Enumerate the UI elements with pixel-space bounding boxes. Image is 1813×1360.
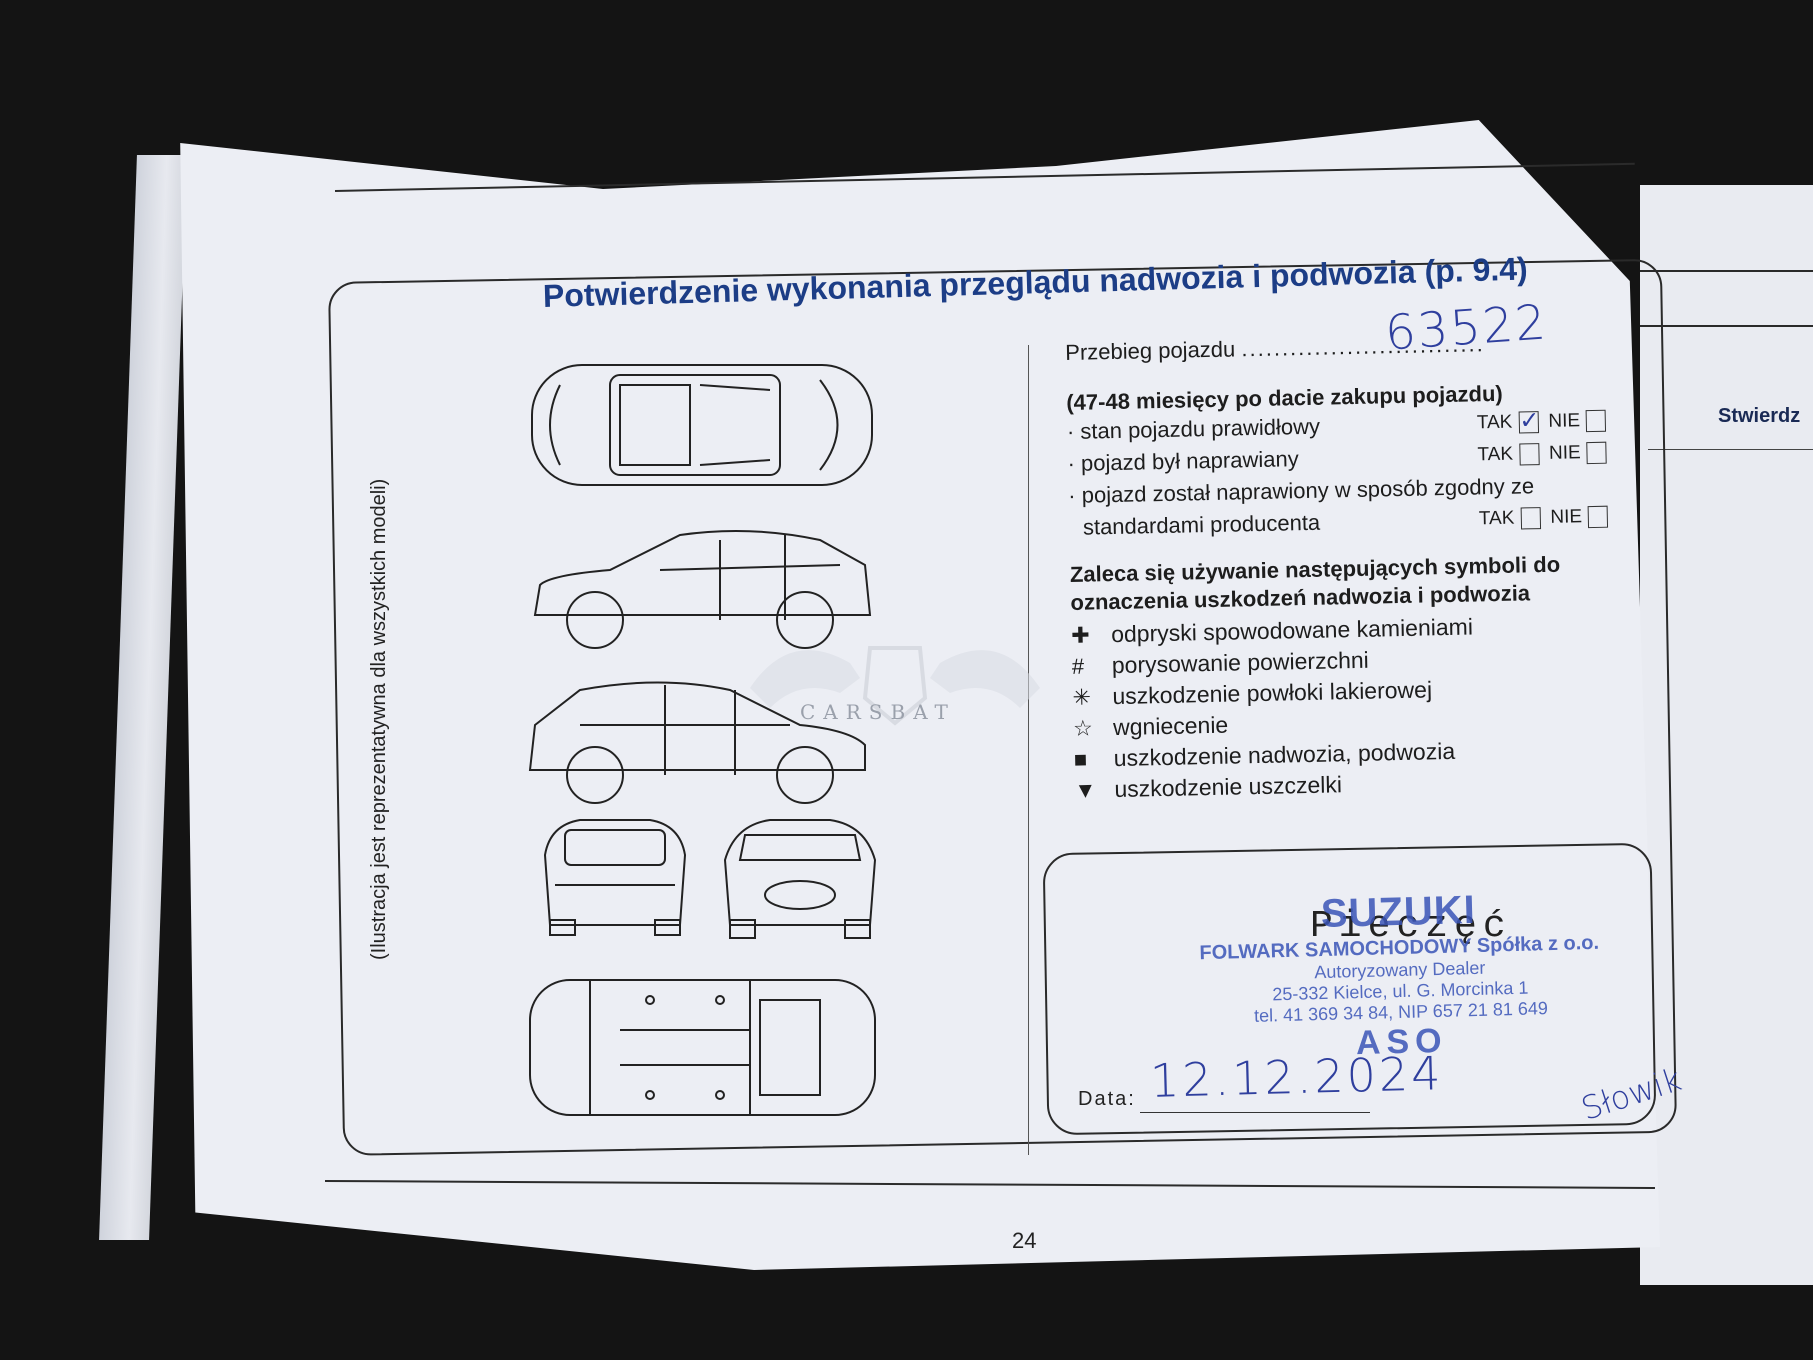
car-rear-view: [543, 819, 687, 936]
yes-label: TAK: [1478, 507, 1515, 530]
date-line: [1140, 1112, 1370, 1113]
no-label: NIE: [1548, 410, 1581, 432]
yes-checkbox[interactable]: ✓: [1518, 407, 1540, 434]
no-checkbox[interactable]: [1585, 409, 1607, 433]
date-label: Data:: [1078, 1088, 1136, 1110]
no-checkbox[interactable]: [1587, 505, 1609, 529]
illustration-note: (Ilustracja jest reprezentatywna dla wsz…: [368, 478, 390, 960]
no-label: NIE: [1548, 442, 1581, 464]
yes-checkbox[interactable]: [1518, 443, 1540, 466]
inspection-form: Przebieg pojazdu .......................…: [1065, 328, 1635, 806]
watermark-text: CARSBAT: [800, 700, 956, 724]
dealer-stamp: SUZUKI FOLWARK SAMOCHODOWY Spółka z o.o.…: [1188, 885, 1612, 1068]
page-number: 24: [1012, 1228, 1037, 1253]
yes-label: TAK: [1477, 443, 1514, 466]
square-icon: ■: [1073, 746, 1088, 772]
no-checkbox[interactable]: [1586, 441, 1607, 465]
asterisk-icon: ✳: [1072, 684, 1092, 710]
symbol-label: uszkodzenie powłoki lakierowej: [1112, 676, 1433, 710]
triangle-down-icon: ▼: [1074, 776, 1097, 803]
star-icon: ☆: [1072, 715, 1094, 741]
check-mark-icon: ✓: [1519, 407, 1540, 435]
next-page: Stwierdz: [1640, 185, 1813, 1285]
car-front-view: [723, 819, 877, 939]
yes-label: TAK: [1476, 411, 1513, 434]
watermark-logo: [750, 646, 1040, 726]
car-side-view-right: [528, 681, 866, 804]
car-top-view: [531, 364, 873, 486]
plus-icon: ✚: [1070, 622, 1090, 648]
car-underbody-view: [529, 979, 876, 1116]
date-handwritten: 12.12.2024: [1149, 1046, 1445, 1108]
column-divider: [1028, 345, 1029, 1155]
next-page-heading: Stwierdz: [1718, 405, 1801, 427]
symbol-label: uszkodzenie nadwozia, podwozia: [1113, 737, 1456, 772]
next-page-rule: [1640, 270, 1813, 272]
symbol-label: wgniecenie: [1112, 711, 1229, 741]
no-label: NIE: [1550, 506, 1583, 528]
mileage-label: Przebieg pojazdu: [1065, 336, 1236, 365]
symbol-label: porysowanie powierzchni: [1111, 646, 1370, 679]
next-page-rule: [1640, 325, 1813, 327]
stamp-label: Pieczęć: [1310, 905, 1512, 948]
yes-checkbox[interactable]: [1520, 507, 1541, 530]
next-page-rule: [1648, 449, 1813, 450]
stamp-brand: SUZUKI: [1320, 888, 1477, 937]
mileage-dots: ..............................: [1241, 331, 1485, 362]
question-text: standardami producenta: [1082, 509, 1321, 540]
booklet-page: [180, 120, 1660, 1270]
car-diagrams: [528, 364, 877, 1116]
car-side-view-left: [533, 530, 872, 649]
page-stack-edge: [99, 155, 187, 1240]
hash-icon: #: [1071, 653, 1085, 679]
symbol-label: uszkodzenie uszczelki: [1114, 771, 1343, 803]
